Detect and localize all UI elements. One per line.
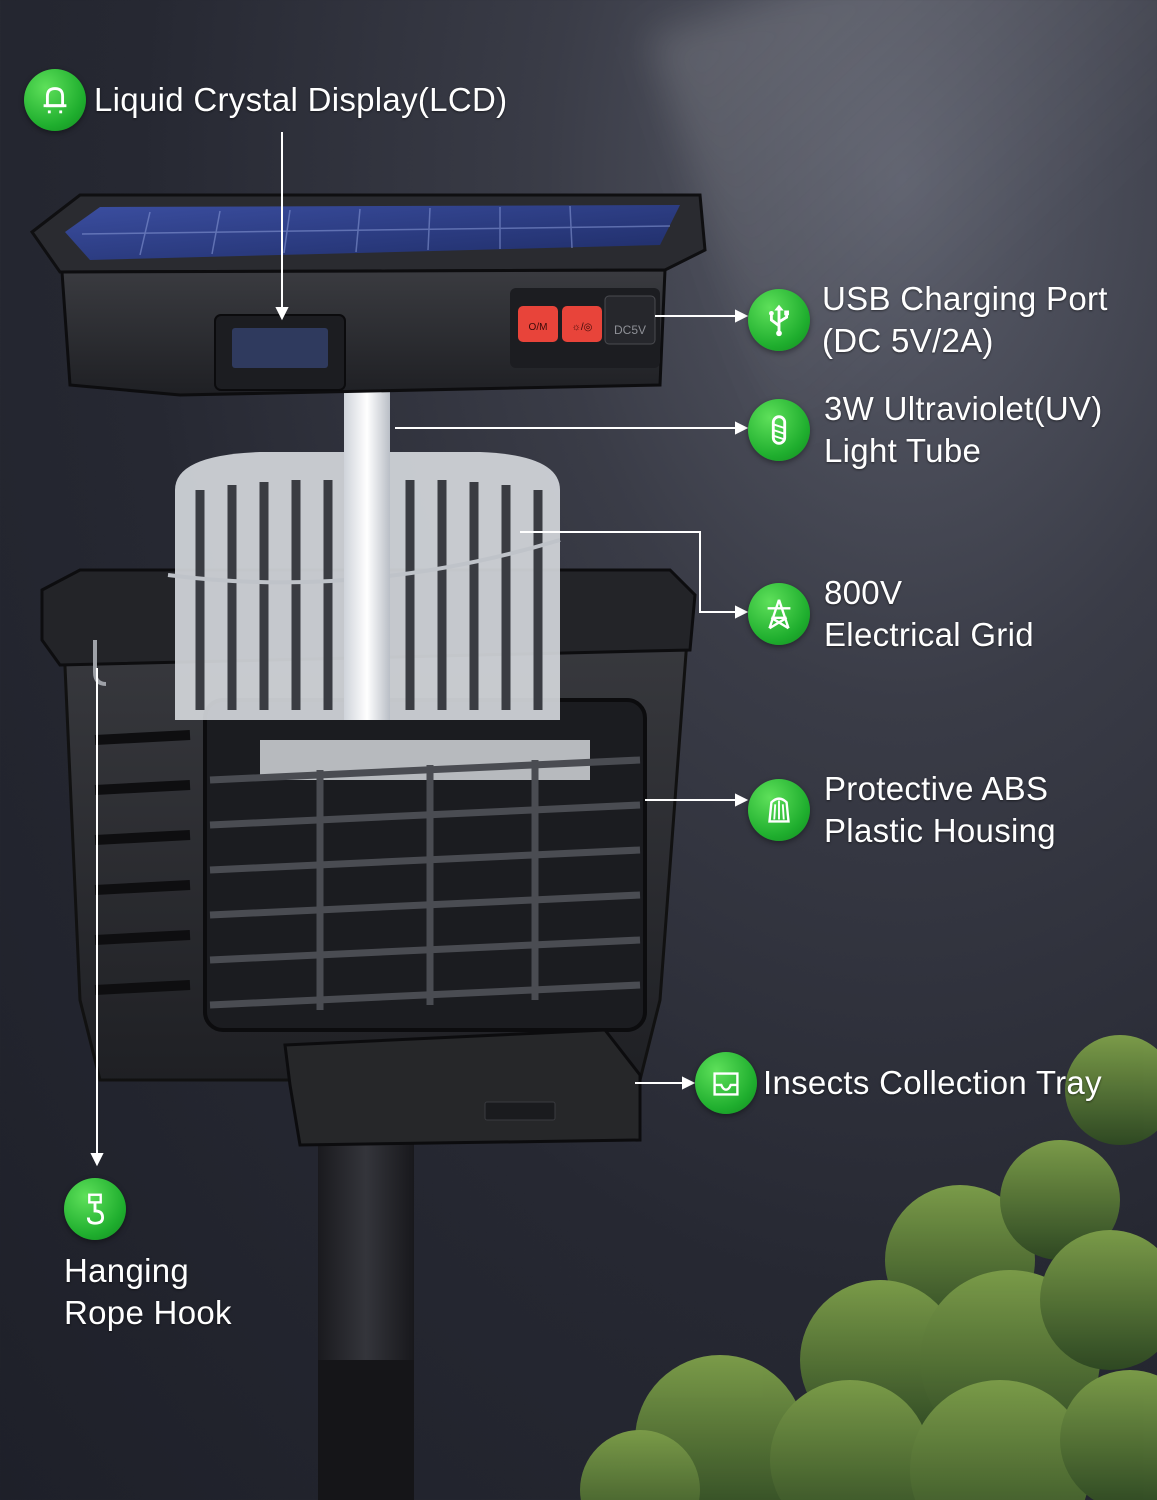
grid-label: 800V Electrical Grid (824, 572, 1034, 656)
mode-button (562, 306, 602, 342)
usb-label: USB Charging Port (DC 5V/2A) (822, 278, 1108, 362)
callout-hook: Hanging Rope Hook (64, 1178, 232, 1334)
uv-label: 3W Ultraviolet(UV) Light Tube (824, 388, 1103, 472)
hook-line2: Rope Hook (64, 1294, 232, 1331)
collection-tray (283, 1028, 642, 1147)
usb-icon (748, 289, 810, 351)
power-tower-icon (748, 583, 810, 645)
grid-line2: Electrical Grid (824, 616, 1034, 653)
tray-icon (695, 1052, 757, 1114)
callout-housing: Protective ABS Plastic Housing (748, 768, 1056, 852)
housing-line1: Protective ABS (824, 770, 1049, 807)
callout-uv: 3W Ultraviolet(UV) Light Tube (748, 388, 1103, 472)
front-grill (209, 756, 641, 1010)
button2-text: ☼/◎ (572, 322, 593, 333)
grid-line1: 800V (824, 574, 903, 611)
callout-tray: Insects Collection Tray (695, 1052, 1102, 1114)
hook-line1: Hanging (64, 1252, 190, 1289)
button1-text: O/M (529, 322, 548, 333)
hook-label: Hanging Rope Hook (64, 1250, 232, 1334)
uv-line2: Light Tube (824, 432, 982, 469)
housing-label: Protective ABS Plastic Housing (824, 768, 1056, 852)
power-button (518, 306, 558, 342)
port-text: DC5V (614, 323, 646, 337)
callout-usb: USB Charging Port (DC 5V/2A) (748, 278, 1108, 362)
uv-tube-icon (748, 399, 810, 461)
lcd-screen (232, 328, 328, 368)
tree-foliage (580, 1035, 1157, 1500)
usb-line2: (DC 5V/2A) (822, 322, 994, 359)
housing-icon (748, 779, 810, 841)
side-grill (94, 730, 191, 995)
usb-line1: USB Charging Port (822, 280, 1108, 317)
lcd-label: Liquid Crystal Display(LCD) (94, 81, 508, 118)
housing-line2: Plastic Housing (824, 812, 1056, 849)
callout-lcd: Liquid Crystal Display(LCD) (24, 69, 507, 131)
leader-lines (90, 132, 749, 1167)
callout-grid: 800V Electrical Grid (748, 572, 1034, 656)
lcd-icon (24, 69, 86, 131)
tray-label: Insects Collection Tray (763, 1064, 1102, 1101)
uv-line1: 3W Ultraviolet(UV) (824, 390, 1103, 427)
hook-icon (64, 1178, 126, 1240)
uv-tube (344, 380, 390, 720)
